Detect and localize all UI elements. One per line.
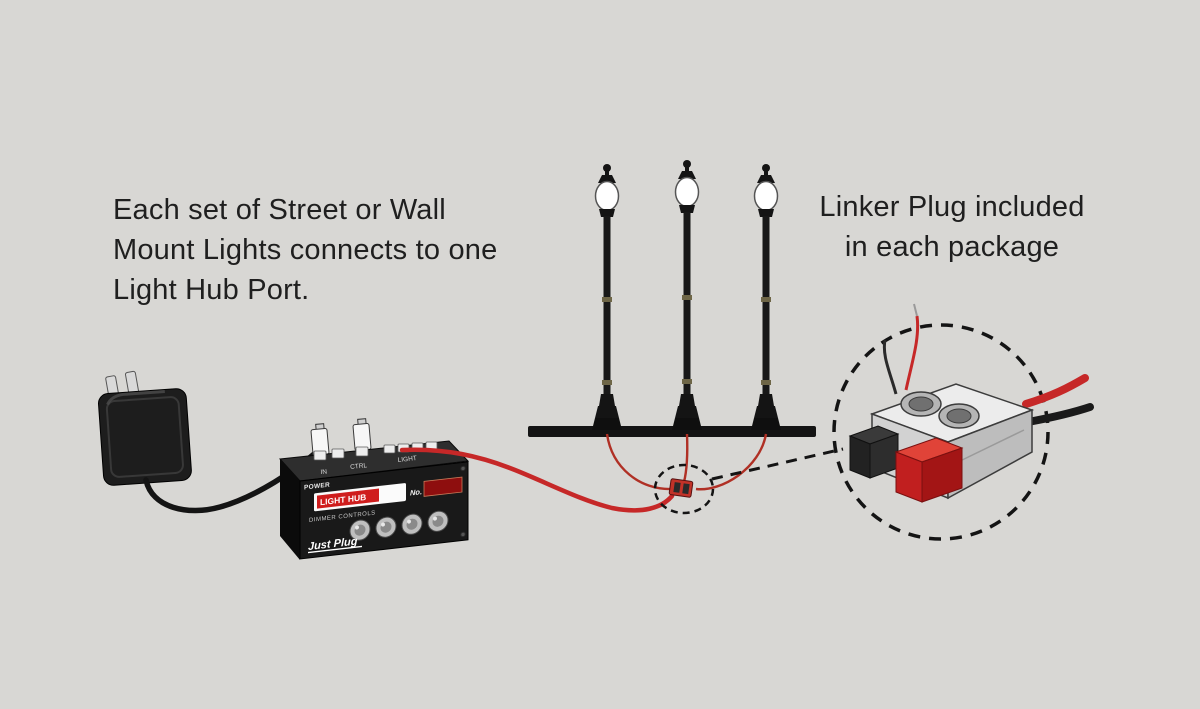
hub-power-label: POWER <box>304 482 330 492</box>
power-adapter <box>98 370 192 486</box>
dimmer-knob <box>349 519 371 541</box>
pole-band <box>682 379 692 384</box>
caption-left-line2: Mount Lights connects to one <box>113 234 498 266</box>
output-wire-black <box>1024 403 1094 426</box>
lamp-collar <box>679 205 695 213</box>
hub-front-face: POWER LIGHT HUB No. DIMMER CONTROLS <box>299 461 469 560</box>
caption-right-line1: Linker Plug included <box>819 191 1085 223</box>
hub-to-plug-wire <box>399 447 675 513</box>
lamp-base <box>592 418 622 430</box>
lamp-stem <box>605 170 609 177</box>
plug-black-connector <box>848 425 900 479</box>
hub-brand-underline <box>308 545 362 554</box>
hub-left-face <box>280 459 300 560</box>
lamp-pole <box>683 212 691 428</box>
pole-band <box>602 297 612 302</box>
hub-in-label: IN <box>320 468 328 476</box>
hub-ports <box>313 441 438 461</box>
lamp-base <box>675 406 699 418</box>
pole-band <box>682 295 692 300</box>
lamp-base <box>758 394 774 406</box>
lamp-pole <box>762 216 770 428</box>
lamp-base <box>595 406 619 418</box>
caption-right-line2: in each package <box>844 231 1060 263</box>
lamp-globe <box>594 180 620 212</box>
plug-red-connector <box>894 437 964 503</box>
caption-right: Linker Plug included in each package <box>790 187 1114 267</box>
screw <box>460 531 466 538</box>
caption-left-line1: Each set of Street or Wall <box>113 194 446 226</box>
hub-name-bar <box>317 488 379 509</box>
lamp-collar <box>599 209 615 217</box>
lamp-stem <box>685 166 689 173</box>
street-lamp <box>751 164 781 430</box>
screw <box>460 465 466 472</box>
lamp-cap <box>678 171 696 179</box>
dimmer-knob <box>375 516 397 538</box>
lamp-wires <box>605 433 768 491</box>
lamp-globe <box>753 180 779 212</box>
hub-no-label: No. <box>410 487 422 497</box>
lamp-cap <box>598 175 616 183</box>
lamp-globe <box>674 176 700 208</box>
lamp-pole <box>603 216 611 428</box>
lamp-base <box>751 418 781 430</box>
dimmer-knob <box>401 513 423 535</box>
lamp-cap <box>757 175 775 183</box>
lamp-base <box>679 394 695 406</box>
pole-band <box>761 297 771 302</box>
magnifier-circle <box>832 323 1050 541</box>
adapter-highlight <box>106 390 165 406</box>
pigtail-wire-red <box>904 315 920 391</box>
pole-band <box>602 380 612 385</box>
light-hub: IN CTRL LIGHT POWER LIGHT HUB No. DIMMER… <box>278 418 470 560</box>
callout-ellipse <box>653 463 715 515</box>
output-wire-red <box>1022 374 1089 408</box>
lamp-stem <box>764 170 768 177</box>
adapter-bevel <box>105 396 184 478</box>
lamp-collar <box>758 209 774 217</box>
street-lamp <box>592 164 622 430</box>
hub-ctrl-label: CTRL <box>350 462 368 471</box>
lamp-base <box>599 394 615 406</box>
lamp-base <box>672 418 702 430</box>
pigtail-wire-black <box>882 339 898 395</box>
caption-left: Each set of Street or Wall Mount Lights … <box>113 190 497 310</box>
pole-band <box>761 380 771 385</box>
callout-leader-line <box>711 447 844 481</box>
hub-cable-connector <box>352 418 372 451</box>
linker-plug-detail <box>848 303 1094 503</box>
street-lamp <box>672 160 702 430</box>
pigtail-wire-tip <box>913 303 918 317</box>
plug-port <box>938 403 980 429</box>
hub-light-label: LIGHT <box>397 455 417 464</box>
dimmer-knob <box>427 510 449 532</box>
hub-number-display <box>423 476 463 497</box>
plug-seam <box>957 429 1025 463</box>
linker-plug-connector <box>668 478 694 498</box>
caption-left-line3: Light Hub Port. <box>113 274 310 306</box>
lamp-base <box>754 406 778 418</box>
plug-port <box>900 391 942 417</box>
